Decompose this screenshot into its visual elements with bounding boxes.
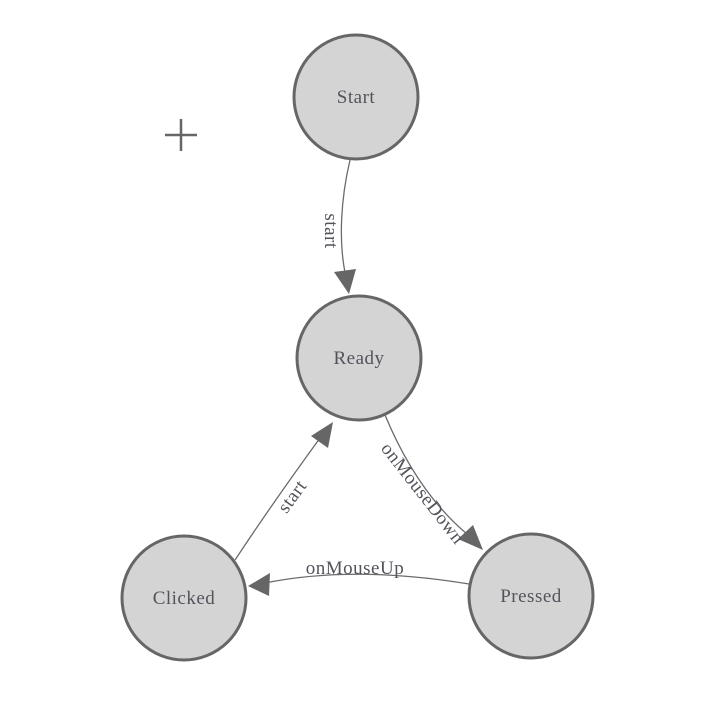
edge-line[interactable] [340, 159, 351, 278]
state-node-start[interactable]: Start [292, 33, 420, 161]
arrowhead-icon [311, 422, 333, 448]
arrowhead-icon [458, 525, 483, 550]
edge-label-start-to-ready: start [320, 213, 341, 248]
edge-label-ready-to-pressed: onMouseDown [376, 439, 468, 549]
state-circle[interactable] [295, 294, 423, 422]
state-node-clicked[interactable]: Clicked [120, 534, 248, 662]
state-label-clicked: Clicked [153, 588, 216, 609]
state-node-ready[interactable]: Ready [295, 294, 423, 422]
state-circle[interactable] [467, 532, 595, 660]
edge-line[interactable] [264, 573, 470, 585]
state-label-ready: Ready [333, 348, 384, 369]
arrowhead-icon [334, 269, 356, 294]
edge-pressed-to-clicked[interactable]: onMouseUp [248, 558, 470, 596]
state-label-start: Start [337, 87, 376, 108]
state-label-pressed: Pressed [500, 586, 562, 607]
edge-start-to-ready[interactable]: start [320, 159, 356, 294]
state-circle[interactable] [120, 534, 248, 662]
crosshair-plus-icon [165, 119, 197, 151]
edge-clicked-to-ready[interactable]: start [234, 422, 333, 561]
edge-ready-to-pressed[interactable]: onMouseDown [376, 414, 483, 550]
edge-label-pressed-to-clicked: onMouseUp [306, 558, 404, 579]
edge-line[interactable] [384, 414, 468, 535]
state-circle[interactable] [292, 33, 420, 161]
edge-line[interactable] [234, 437, 321, 561]
edge-label-clicked-to-ready: start [274, 476, 312, 517]
arrowhead-icon [248, 573, 270, 596]
state-node-pressed[interactable]: Pressed [467, 532, 595, 660]
